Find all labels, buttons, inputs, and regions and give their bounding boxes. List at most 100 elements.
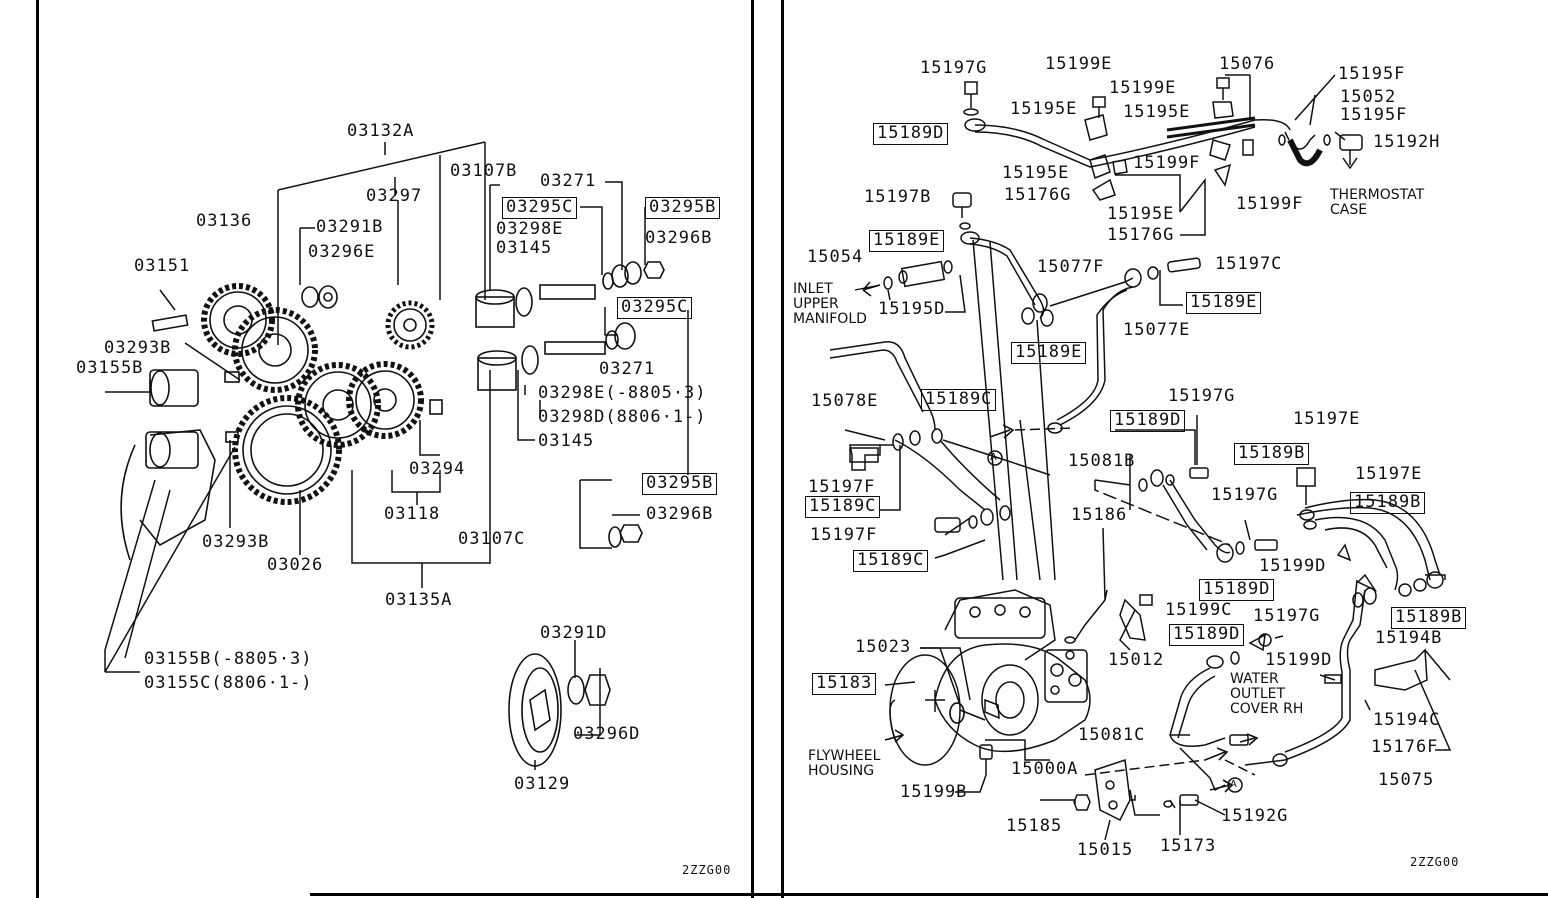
part-label-15189E-boxed-top: 15189E: [869, 230, 945, 252]
part-label-15189C-boxed-top: 15189C: [921, 389, 997, 411]
part-label-03118: 03118: [384, 504, 441, 524]
part-label-15197G-top: 15197G: [920, 58, 988, 78]
center-divider-rule: [751, 0, 754, 898]
part-label-15189E-boxed-right: 15189E: [1186, 292, 1262, 314]
part-label-15052: 15052: [1340, 87, 1397, 107]
part-label-15194C: 15194C: [1373, 710, 1441, 730]
part-label-03293B-top: 03293B: [104, 338, 172, 358]
part-label-03298D-range: 03298D(8806·1-): [538, 407, 707, 427]
part-label-15189D-boxed-right: 15189D: [1199, 579, 1275, 601]
part-label-03129: 03129: [514, 774, 571, 794]
part-label-15189C-boxed-bottom: 15189C: [853, 550, 929, 572]
ref-marker-a-bottom: A: [1230, 779, 1237, 790]
part-label-03136: 03136: [196, 211, 253, 231]
part-label-03295C-boxed: 03295C: [502, 197, 578, 219]
part-label-15023: 15023: [855, 637, 912, 657]
part-label-15078E: 15078E: [811, 391, 879, 411]
part-label-03145-top: 03145: [496, 238, 553, 258]
part-label-15199D-bottom: 15199D: [1265, 650, 1333, 670]
part-label-15189B-boxed-right: 15189B: [1350, 492, 1426, 514]
part-label-15195D: 15195D: [878, 299, 946, 319]
part-label-03151: 03151: [134, 256, 191, 276]
part-label-03026: 03026: [267, 555, 324, 575]
part-label-15185: 15185: [1006, 816, 1063, 836]
part-label-15197F-bottom: 15197F: [810, 525, 878, 545]
part-label-15192G: 15192G: [1221, 806, 1289, 826]
part-label-15189C-boxed-left: 15189C: [805, 496, 881, 518]
drawing-code-left: 2ZZG00: [682, 863, 732, 877]
part-label-03155B: 03155B: [76, 358, 144, 378]
ref-marker-a-top: A: [990, 452, 997, 463]
part-label-15199E-top: 15199E: [1045, 54, 1113, 74]
part-label-15195F-top: 15195F: [1338, 64, 1406, 84]
part-label-15189D-boxed-bottom: 15189D: [1169, 624, 1245, 646]
part-label-15189B-boxed-top: 15189B: [1234, 443, 1310, 465]
part-label-15176G-top: 15176G: [1004, 185, 1072, 205]
note-flywheel-housing: FLYWHEEL HOUSING: [808, 748, 881, 779]
part-label-15195F-mid: 15195F: [1340, 105, 1408, 125]
drawing-code-right: 2ZZG00: [1410, 855, 1460, 869]
part-label-03298E-range: 03298E(-8805·3): [538, 383, 707, 403]
note-thermostat-case: THERMOSTAT CASE: [1330, 187, 1425, 218]
part-label-15194B: 15194B: [1375, 628, 1443, 648]
part-label-15012: 15012: [1108, 650, 1165, 670]
part-label-03297: 03297: [366, 186, 423, 206]
left-border-rule: [36, 0, 39, 898]
part-label-15076: 15076: [1219, 54, 1276, 74]
part-label-03296B-bottom: 03296B: [646, 504, 714, 524]
part-label-15197B: 15197B: [864, 187, 932, 207]
part-label-15195E-left: 15195E: [1010, 99, 1078, 119]
center-divider-rule-2: [781, 0, 784, 898]
part-label-03135A: 03135A: [385, 590, 453, 610]
part-label-15192H: 15192H: [1373, 132, 1441, 152]
part-label-03271-mid: 03271: [599, 359, 656, 379]
right-diagram-drawing: [829, 74, 1452, 841]
part-label-15015: 15015: [1077, 840, 1134, 860]
part-label-03291D: 03291D: [540, 623, 608, 643]
part-label-15197F-top: 15197F: [808, 477, 876, 497]
part-label-15189D-boxed-top: 15189D: [873, 123, 949, 145]
right-panel-injection-pump: 15197G 15199E 15076 15195F 15199E 15052 …: [785, 0, 1548, 898]
left-diagram-drawing: [104, 141, 689, 770]
part-label-03145-bottom: 03145: [538, 431, 595, 451]
part-label-03155C-range: 03155C(8806·1-): [144, 673, 313, 693]
part-label-15183-boxed: 15183: [812, 673, 877, 695]
part-label-15197E-top: 15197E: [1293, 409, 1361, 429]
part-label-15189E-boxed-mid: 15189E: [1011, 342, 1087, 364]
part-label-03294: 03294: [409, 459, 466, 479]
part-label-03291B: 03291B: [316, 217, 384, 237]
part-label-15189D-boxed-mid: 15189D: [1110, 410, 1186, 432]
part-label-15000A: 15000A: [1011, 759, 1079, 779]
part-label-03107B: 03107B: [450, 161, 518, 181]
part-label-15189B-boxed-bottom: 15189B: [1391, 607, 1467, 629]
part-label-03107C: 03107C: [458, 529, 526, 549]
part-label-15081B: 15081B: [1068, 451, 1136, 471]
part-label-03155B-range: 03155B(-8805·3): [144, 649, 313, 669]
part-label-15199F-left: 15199F: [1133, 153, 1201, 173]
part-label-15176F: 15176F: [1371, 737, 1439, 757]
part-label-15197G-right: 15197G: [1211, 485, 1279, 505]
part-label-03295C-boxed-2: 03295C: [617, 297, 693, 319]
part-label-15195E-right: 15195E: [1123, 102, 1191, 122]
part-label-15176G-bottom: 15176G: [1107, 225, 1175, 245]
bottom-rule: [310, 893, 1548, 896]
part-label-15081C: 15081C: [1078, 725, 1146, 745]
part-label-03296E: 03296E: [308, 242, 376, 262]
part-label-03296D: 03296D: [573, 724, 641, 744]
part-label-03298E: 03298E: [496, 219, 564, 239]
part-label-15199B: 15199B: [900, 782, 968, 802]
part-label-03132A: 03132A: [347, 121, 415, 141]
part-label-03295B-boxed: 03295B: [645, 197, 721, 219]
note-inlet-upper-manifold: INLET UPPER MANIFOLD: [793, 281, 867, 327]
part-label-03296B-top: 03296B: [645, 228, 713, 248]
part-label-15075: 15075: [1378, 770, 1435, 790]
part-label-15173: 15173: [1160, 836, 1217, 856]
part-label-15054: 15054: [807, 247, 864, 267]
part-label-15199E-mid: 15199E: [1109, 78, 1177, 98]
part-label-15186: 15186: [1071, 505, 1128, 525]
part-label-03271-top: 03271: [540, 171, 597, 191]
note-water-outlet-cover: WATER OUTLET COVER RH: [1230, 671, 1304, 717]
part-label-15197C: 15197C: [1215, 254, 1283, 274]
part-label-15077E: 15077E: [1123, 320, 1191, 340]
part-label-15197G-bottom: 15197G: [1253, 606, 1321, 626]
